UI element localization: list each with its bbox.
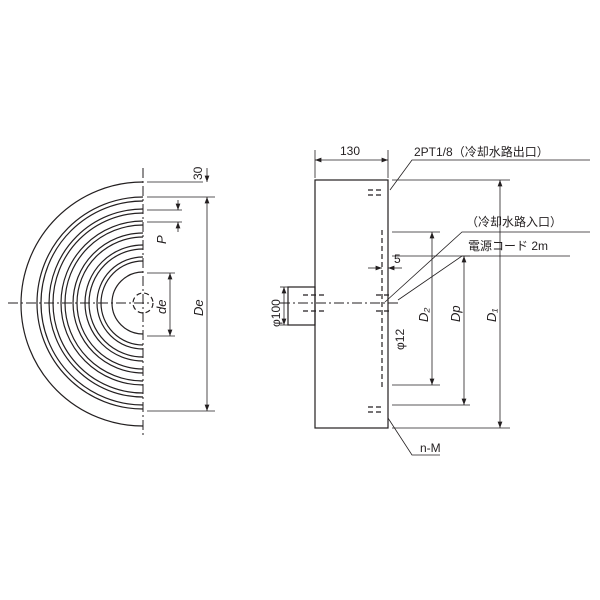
screw-label: n-M: [420, 441, 441, 455]
outlet-leader: [389, 159, 590, 191]
body-outline: [314, 179, 389, 429]
screw-leader: [387, 417, 440, 456]
dim-phi100: φ100: [269, 299, 283, 327]
side-view: 130 2PT1/8（冷却水路出口） （冷却水路入口） 電源コード 2m n-M…: [269, 144, 590, 456]
dim-d2: D₂: [416, 308, 431, 322]
dim-d1: D₁: [484, 309, 499, 323]
dim-130: 130: [340, 144, 360, 158]
cord-label: 電源コード 2m: [468, 239, 548, 253]
ring-arc: [60, 220, 144, 386]
dim-p: P: [154, 235, 169, 244]
dim-phi12: φ12: [393, 329, 407, 350]
ring-arc: [36, 196, 144, 410]
dim-30: 30: [191, 166, 205, 180]
outer-arc: [20, 181, 144, 427]
ring-arc: [72, 232, 144, 374]
ring-arc: [96, 256, 144, 350]
outlet-label: 2PT1/8（冷却水路出口）: [414, 144, 549, 159]
inlet-leader: [384, 231, 590, 303]
front-view: 30 P de De: [8, 166, 215, 438]
dim-5: 5: [394, 252, 401, 266]
dim-dp: Dp: [448, 305, 463, 322]
dim-De: De: [191, 299, 206, 316]
inlet-label: （冷却水路入口）: [466, 214, 562, 229]
ring-arc: [40, 200, 144, 406]
boss: [287, 286, 316, 326]
center-hole: [132, 292, 154, 314]
ring-arc: [76, 236, 144, 370]
dim-de: de: [154, 300, 169, 314]
